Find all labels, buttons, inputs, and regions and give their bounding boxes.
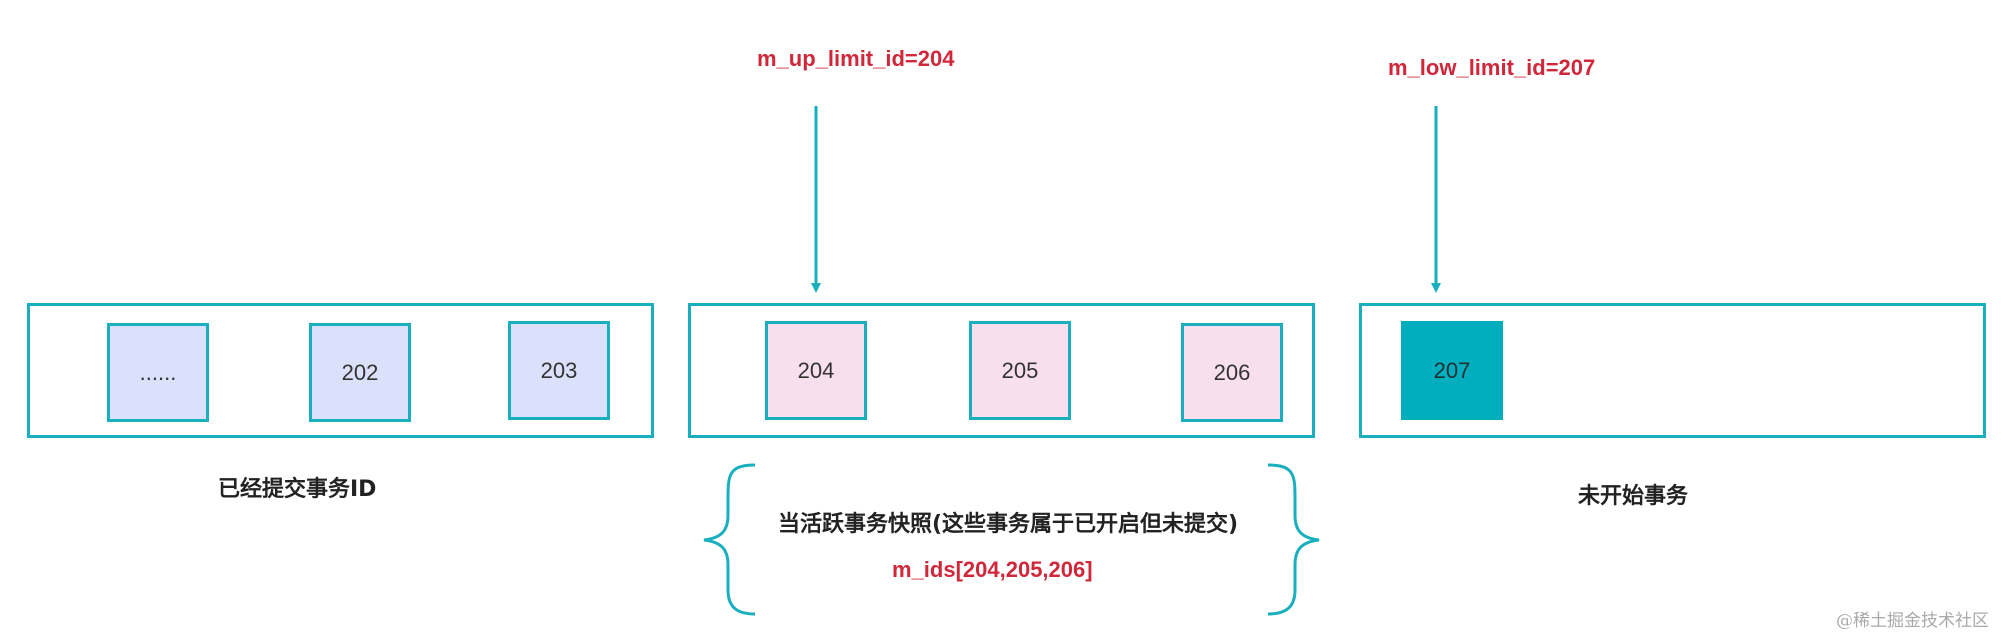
m-ids-label: m_ids[204,205,206] — [892, 557, 1093, 582]
transaction-box-ellipsis: ...... — [107, 323, 209, 422]
active-transactions-group — [688, 303, 1315, 438]
active-snapshot-label: 当活跃事务快照(这些事务属于已开启但未提交) — [778, 512, 1239, 537]
low-limit-id-label: m_low_limit_id=207 — [1388, 55, 1596, 80]
transaction-box-203: 203 — [508, 321, 610, 420]
up-limit-id-label: m_up_limit_id=204 — [757, 46, 955, 71]
future-transactions-label: 未开始事务 — [1578, 484, 1689, 509]
transaction-box-205: 205 — [969, 321, 1071, 420]
transaction-box-204: 204 — [765, 321, 867, 420]
transaction-box-202: 202 — [309, 323, 411, 422]
transaction-box-207: 207 — [1401, 321, 1503, 420]
transaction-box-206: 206 — [1181, 323, 1283, 422]
committed-transactions-group — [27, 303, 654, 438]
committed-transactions-label: 已经提交事务ID — [218, 477, 377, 502]
active-snapshot-brace-left — [703, 463, 756, 616]
future-transactions-group — [1359, 303, 1986, 438]
active-snapshot-brace-right — [1267, 463, 1320, 616]
watermark: @稀土掘金技术社区 — [1836, 611, 1989, 631]
